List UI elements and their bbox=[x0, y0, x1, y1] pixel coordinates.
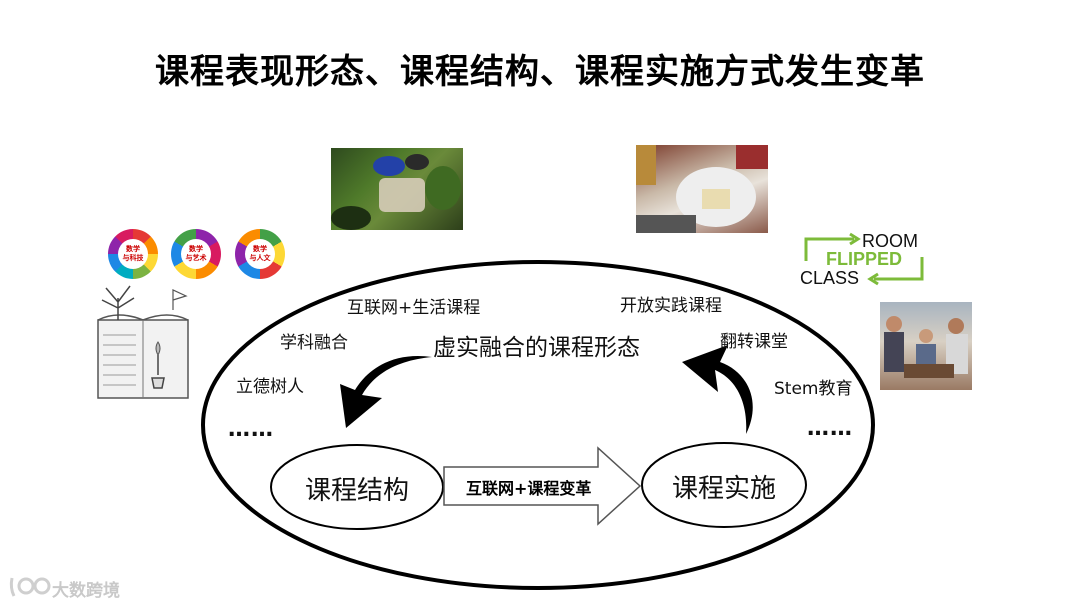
node-left-ellipse bbox=[270, 444, 444, 530]
block-arrow bbox=[443, 446, 642, 526]
node-right-ellipse bbox=[641, 442, 807, 528]
badge-2-line1: 数学 bbox=[189, 245, 203, 253]
badge-math-humanities: 数学与人文 bbox=[235, 229, 285, 279]
right-item-1: 开放实践课程 bbox=[620, 296, 722, 316]
outer-ellipse bbox=[201, 260, 875, 590]
photo-robot-tech bbox=[636, 145, 768, 233]
left-ellipsis: …… bbox=[228, 417, 274, 442]
badge-3-line2: 与人文 bbox=[249, 254, 271, 262]
photo-outdoor-students bbox=[331, 148, 463, 230]
badge-1-line2: 与科技 bbox=[122, 254, 144, 262]
flipped-class-text: CLASS bbox=[800, 268, 860, 288]
node-left-label: 课程结构 bbox=[304, 476, 409, 506]
watermark-text: 大数跨境 bbox=[52, 581, 120, 601]
right-item-3: Stem教育 bbox=[774, 379, 853, 399]
center-label: 虚实融合的课程形态 bbox=[433, 335, 640, 361]
badge-math-art: 数学与艺术 bbox=[171, 229, 221, 279]
left-item-1: 互联网+生活课程 bbox=[347, 298, 481, 318]
badge-3-line1: 数学 bbox=[253, 245, 267, 253]
right-ellipsis: …… bbox=[807, 416, 853, 441]
flipped-flipped-text: FLIPPED bbox=[826, 249, 903, 269]
badge-2-line2: 与艺术 bbox=[185, 254, 207, 262]
page-title: 课程表现形态、课程结构、课程实施方式发生变革 bbox=[155, 52, 925, 92]
book-tree-sketch bbox=[97, 285, 189, 399]
badge-1-line1: 数学 bbox=[126, 245, 140, 253]
arrow-label: 互联网+课程变革 bbox=[466, 479, 592, 498]
node-right-label: 课程实施 bbox=[671, 474, 776, 504]
photo-classroom-group bbox=[880, 302, 972, 390]
curved-arrow-right bbox=[682, 345, 753, 434]
badge-math-tech: 数学与科技 bbox=[108, 229, 158, 279]
left-item-2: 学科融合 bbox=[280, 333, 348, 353]
left-item-3: 立德树人 bbox=[236, 377, 304, 397]
flipped-class-logo: ROOM FLIPPED CLASS bbox=[800, 229, 930, 289]
curved-arrow-left bbox=[340, 355, 432, 428]
flipped-arrows-icon bbox=[804, 232, 924, 286]
watermark-logo-icon bbox=[9, 577, 51, 597]
flipped-room-text: ROOM bbox=[862, 231, 918, 251]
right-item-2: 翻转课堂 bbox=[720, 332, 788, 352]
